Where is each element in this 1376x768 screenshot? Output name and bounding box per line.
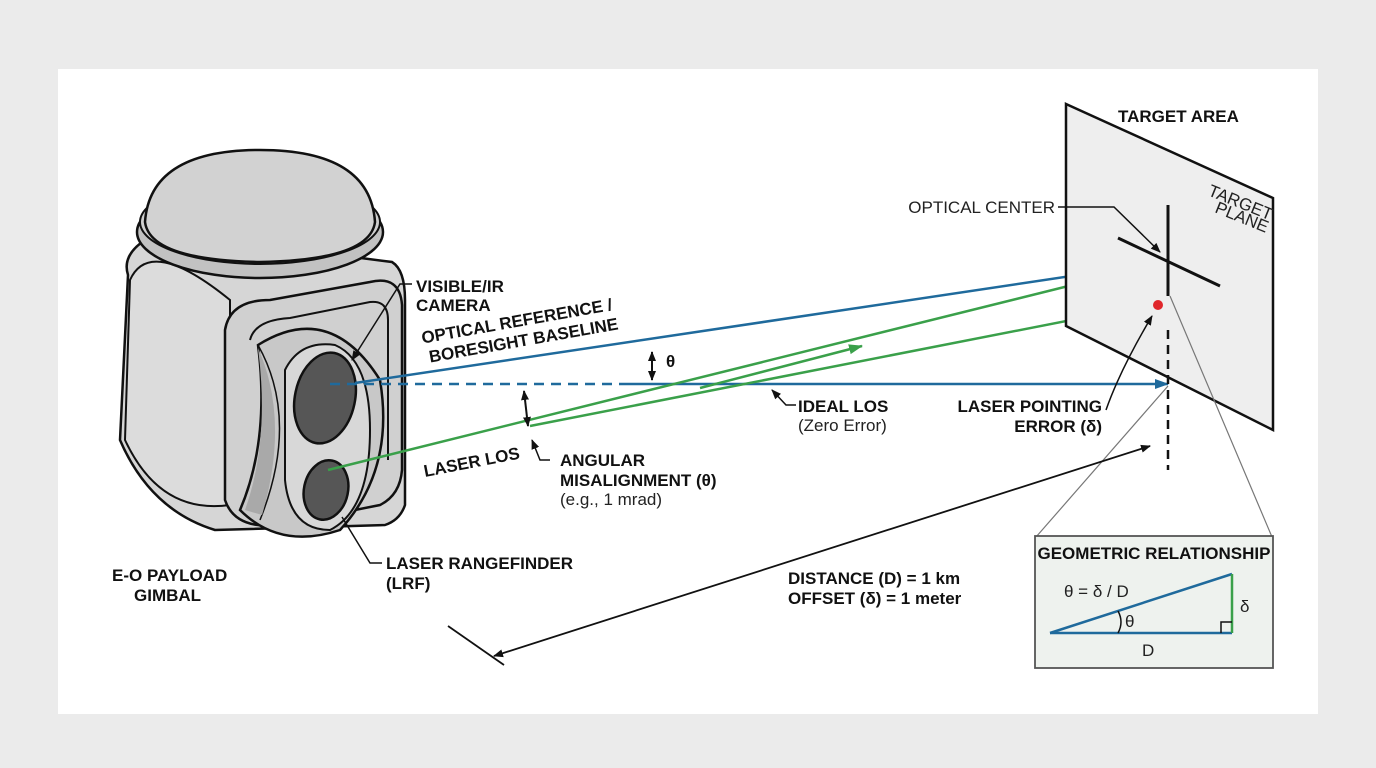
inset-title: GEOMETRIC RELATIONSHIP [1038,544,1271,563]
optical-center-label: OPTICAL CENTER [908,198,1055,217]
pointing-error-line2: ERROR (δ) [1014,417,1102,436]
laser-spot [1153,300,1163,310]
angular-label-line1: ANGULAR [560,451,645,470]
ideal-los-leader [771,389,796,406]
angular-leader [531,439,550,461]
ideal-los-line1: IDEAL LOS [798,397,888,416]
gimbal-ball-shade [245,348,276,515]
distance-line2: OFFSET (δ) = 1 meter [788,589,962,608]
angular-label-line3: (e.g., 1 mrad) [560,490,662,509]
laser-los-beam [327,260,1166,472]
laser-los-midarrow [699,344,863,390]
optical-center-leader [1058,206,1161,253]
distance-line1: DISTANCE (D) = 1 km [788,569,960,588]
theta-label: θ [666,352,675,371]
angle-arc [1117,610,1122,634]
camera-label-line2: CAMERA [416,296,491,315]
angular-label-line2: MISALIGNMENT (θ) [560,471,717,490]
lrf-lens [302,459,350,521]
lrf-label-line2: (LRF) [386,574,430,593]
geometric-relationship-inset: GEOMETRIC RELATIONSHIP θ = δ / D θ δ D [1034,535,1274,669]
gimbal-dome [143,148,377,264]
gimbal-yoke-inner [249,300,389,460]
target-area-title: TARGET AREA [1118,107,1239,126]
adjacent-label: D [1142,641,1154,660]
distance-tick [447,625,505,666]
gimbal-label-line1: E-O PAYLOAD [112,566,227,585]
laser-los-label: LASER LOS [422,444,521,481]
crosshair-horizontal [1117,236,1221,288]
camera-label-line1: VISIBLE/IR [416,277,504,296]
right-angle-mark [1220,621,1232,633]
inset-connector-right [1169,295,1273,538]
lrf-leader [341,516,382,564]
pointing-error-leader [1105,315,1153,411]
pointing-error-line1: LASER POINTING [957,397,1102,416]
optical-reference-beam [354,258,1166,385]
gimbal-label-line2: GIMBAL [134,586,201,605]
angular-arrow [521,390,531,427]
camera-lens [292,351,358,445]
laser-actual-beam [529,302,1149,428]
distance-arrow [493,444,1151,658]
camera-leader [351,283,412,361]
angle-label: θ [1125,612,1134,631]
formula-text: θ = δ / D [1064,582,1129,601]
gimbal-illustration [118,148,407,538]
opposite-label: δ [1240,597,1249,616]
triangle-hypotenuse [1049,572,1233,635]
lrf-label-line1: LASER RANGEFINDER [386,554,573,573]
ideal-los-line2: (Zero Error) [798,416,887,435]
